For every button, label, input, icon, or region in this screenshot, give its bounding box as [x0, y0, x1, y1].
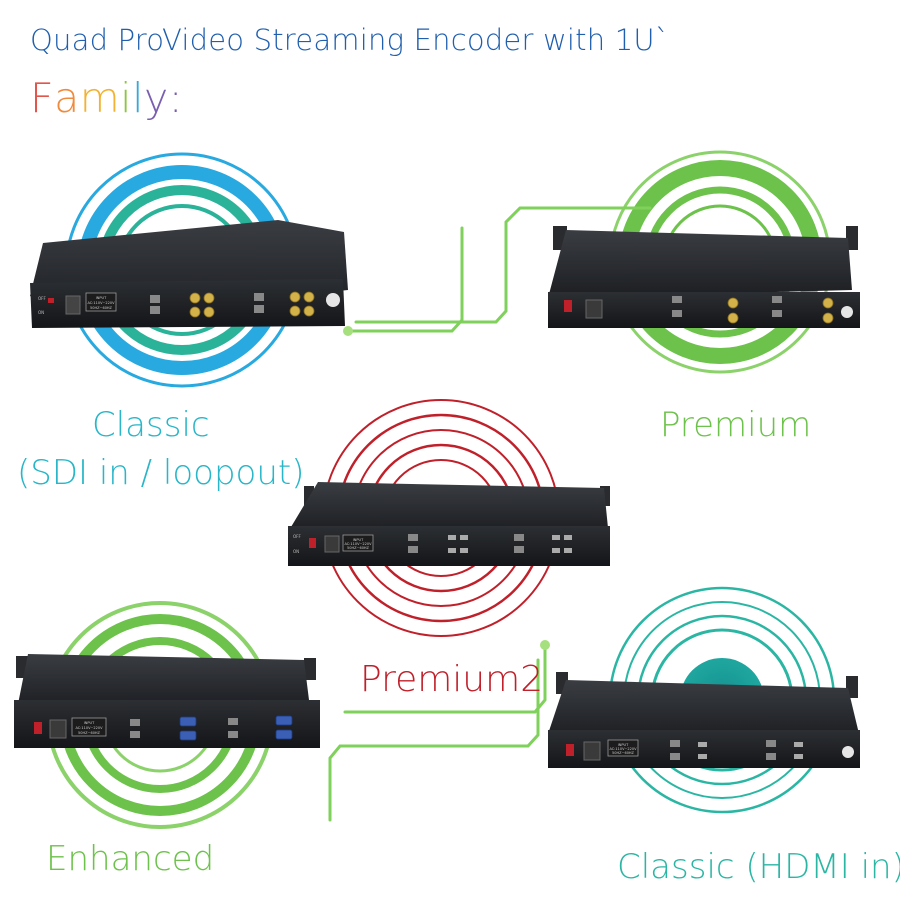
premium2-panel-voltage: AC:110V~220V — [344, 542, 372, 546]
page-title: Quad ProVideo Streaming Encoder with 1U` — [30, 23, 670, 57]
classic-panel-voltage: AC:110V~220V — [87, 301, 115, 305]
premium-device — [548, 226, 860, 328]
family-heading: Family: — [30, 78, 183, 119]
classic-panel-freq: 50HZ~60HZ — [90, 306, 113, 310]
classic-hdmi-panel-voltage: AC:110V~220V — [609, 747, 637, 751]
classic-hdmi-device: INPUT AC:110V~220V 50HZ~60HZ — [548, 672, 860, 768]
premium2-panel-freq: 50HZ~60HZ — [347, 546, 370, 550]
family-letter: y — [143, 74, 169, 122]
family-letter: : — [168, 74, 184, 122]
classic-subtitle: (SDI in / loopout) — [17, 453, 305, 493]
family-letter: F — [30, 74, 55, 122]
enhanced-label: Enhanced — [46, 839, 215, 879]
family-letter: i — [120, 74, 133, 122]
family-letter: m — [79, 74, 121, 122]
connector-lines — [328, 206, 652, 822]
premium2-panel-on: ON — [293, 549, 299, 554]
family-letter: a — [54, 74, 80, 122]
classic-panel-on: ON — [38, 310, 44, 315]
connector-dots — [343, 326, 550, 650]
enhanced-panel-freq: 50HZ~60HZ — [78, 731, 101, 735]
classic-hdmi-label: Classic (HDMI in) — [617, 847, 900, 887]
classic-device: INPUT AC:110V~220V 50HZ~60HZ OFF ON — [30, 220, 348, 328]
premium-label: Premium — [660, 405, 812, 445]
enhanced-panel-voltage: AC:110V~220V — [75, 726, 103, 730]
enhanced-device: INPUT AC:110V~220V 50HZ~60HZ — [14, 654, 320, 748]
enhanced-panel-input: INPUT — [84, 721, 95, 725]
premium2-panel-off: OFF — [293, 534, 301, 539]
premium2-device: INPUT AC:110V~220V 50HZ~60HZ OFF ON — [288, 482, 610, 566]
classic-panel-off: OFF — [38, 296, 46, 301]
classic-panel-input: INPUT — [96, 296, 107, 300]
classic-hdmi-panel-input: INPUT — [618, 743, 629, 747]
family-letter: l — [132, 74, 144, 122]
classic-label: Classic — [92, 405, 210, 445]
premium2-label: Premium2 — [360, 659, 544, 700]
classic-hdmi-panel-freq: 50HZ~60HZ — [612, 751, 635, 755]
premium2-panel-input: INPUT — [353, 538, 364, 542]
